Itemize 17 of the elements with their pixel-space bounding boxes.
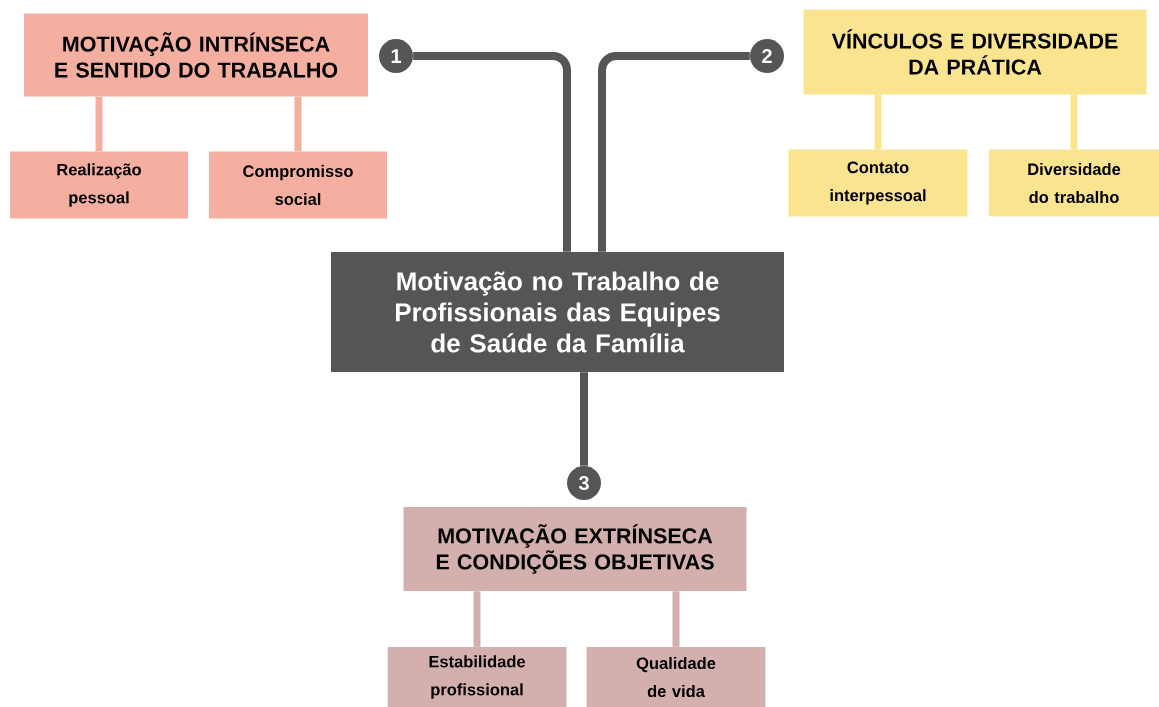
subtopic-box: Contato interpessoal — [788, 149, 968, 217]
subtopic-box: Compromisso social — [209, 151, 387, 219]
number-badge: 2 — [750, 39, 784, 73]
category-box: MOTIVAÇÃO EXTRÍNSECA E CONDIÇÕES OBJETIVAS — [403, 507, 747, 591]
subtopic-box: Realização pessoal — [10, 151, 188, 219]
number-badge: 1 — [379, 39, 413, 73]
category-box: VÍNCULOS E DIVERSIDADE DA PRÁTICA — [803, 9, 1147, 95]
connector-line — [1070, 94, 1078, 150]
connector-line — [874, 94, 882, 150]
category-box: MOTIVAÇÃO INTRÍNSECA E SENTIDO DO TRABALHO — [24, 13, 368, 97]
connector-line — [95, 96, 103, 152]
title-box: Motivação no Trabalho de Profissionais das Equipes de Saúde da Família — [331, 252, 784, 372]
subtopic-box: Diversidade do trabalho — [989, 149, 1159, 217]
subtopic-box: Qualidade de vida — [586, 647, 766, 707]
connector-line — [294, 96, 302, 152]
number-badge: 3 — [567, 466, 601, 500]
subtopic-box: Estabilidade profissional — [387, 647, 567, 707]
